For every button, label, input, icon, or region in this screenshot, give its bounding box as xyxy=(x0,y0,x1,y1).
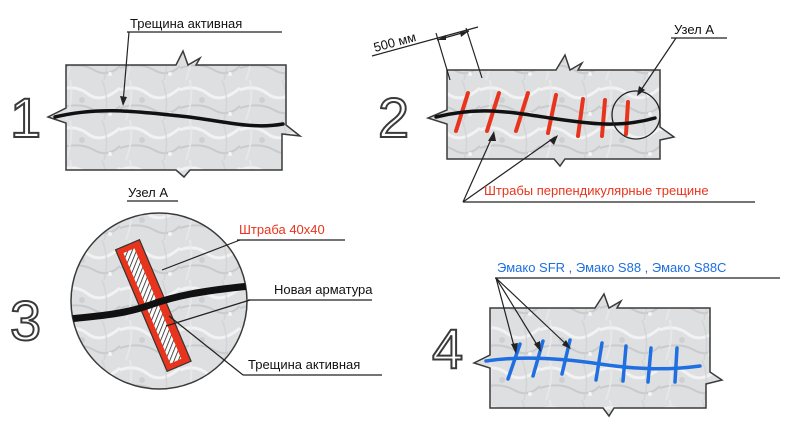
blue-chase-4 xyxy=(594,341,604,382)
step-3-crack-label: Трещина активная xyxy=(248,357,360,372)
step-4-leader-1 xyxy=(495,277,516,351)
step-4-leader-3 xyxy=(495,277,569,347)
step-1-crack-leader xyxy=(122,31,130,104)
step-3-slot-leader xyxy=(161,239,241,271)
step-2-slots-leader-2 xyxy=(462,136,556,203)
blue-chase-5 xyxy=(621,344,628,383)
step-4-materials-label: Эмако SFR , Эмако S88 , Эмако S88C xyxy=(497,260,726,275)
step-3: 3 Штраба 40х40 Новая арматура Трещина ак… xyxy=(9,212,382,390)
step-4-leader-2 xyxy=(495,277,540,349)
chase-6 xyxy=(600,98,607,138)
step-4-slab xyxy=(472,292,724,418)
step-3-slot-label: Штраба 40х40 xyxy=(239,222,325,237)
step-3-crack-leader xyxy=(168,315,244,376)
step-2-dimension-label: 500 мм xyxy=(372,29,418,55)
step-3-active-crack xyxy=(71,282,247,323)
chase-4 xyxy=(546,93,558,135)
step-1-number: 1 xyxy=(10,86,41,149)
step-4: 4 Эмако SFR , Эмако S88 , Эмако S88C xyxy=(431,260,780,418)
step-2: 2 500 мм Узел А xyxy=(371,22,755,203)
chase-7 xyxy=(624,100,630,136)
step-1-node-label: Узел А xyxy=(128,185,168,200)
step-1-active-crack xyxy=(53,108,285,128)
step-2-active-crack xyxy=(434,109,657,126)
chase-3 xyxy=(514,91,530,133)
step-2-node-label: Узел А xyxy=(674,22,714,37)
blue-chase-6 xyxy=(646,346,653,384)
step-3-rebar-leader xyxy=(165,299,251,327)
step-3-rebar-label: Новая арматура xyxy=(274,282,373,297)
step-4-filled-crack xyxy=(484,356,702,371)
step-2-slots-leader-1 xyxy=(462,134,494,203)
step-1-crack-arrowhead xyxy=(120,96,127,106)
chase-5 xyxy=(576,97,585,138)
blue-chase-1 xyxy=(506,342,522,381)
step-2-node-leader xyxy=(638,37,677,94)
step-2-node-a-circle xyxy=(611,90,661,140)
step-2-slots-label: Штрабы перпендикулярные трещине xyxy=(484,183,709,198)
blue-chase-7 xyxy=(673,346,679,384)
step-3-number: 3 xyxy=(10,289,41,352)
step-2-node-arrowhead xyxy=(637,86,645,96)
step-1: 1 Трещина активная Узел А xyxy=(9,16,303,202)
step-1-crack-label: Трещина активная xyxy=(130,16,242,31)
step-4-number: 4 xyxy=(432,317,463,380)
step-2-number: 2 xyxy=(378,86,409,149)
step-3-detail xyxy=(71,238,247,373)
